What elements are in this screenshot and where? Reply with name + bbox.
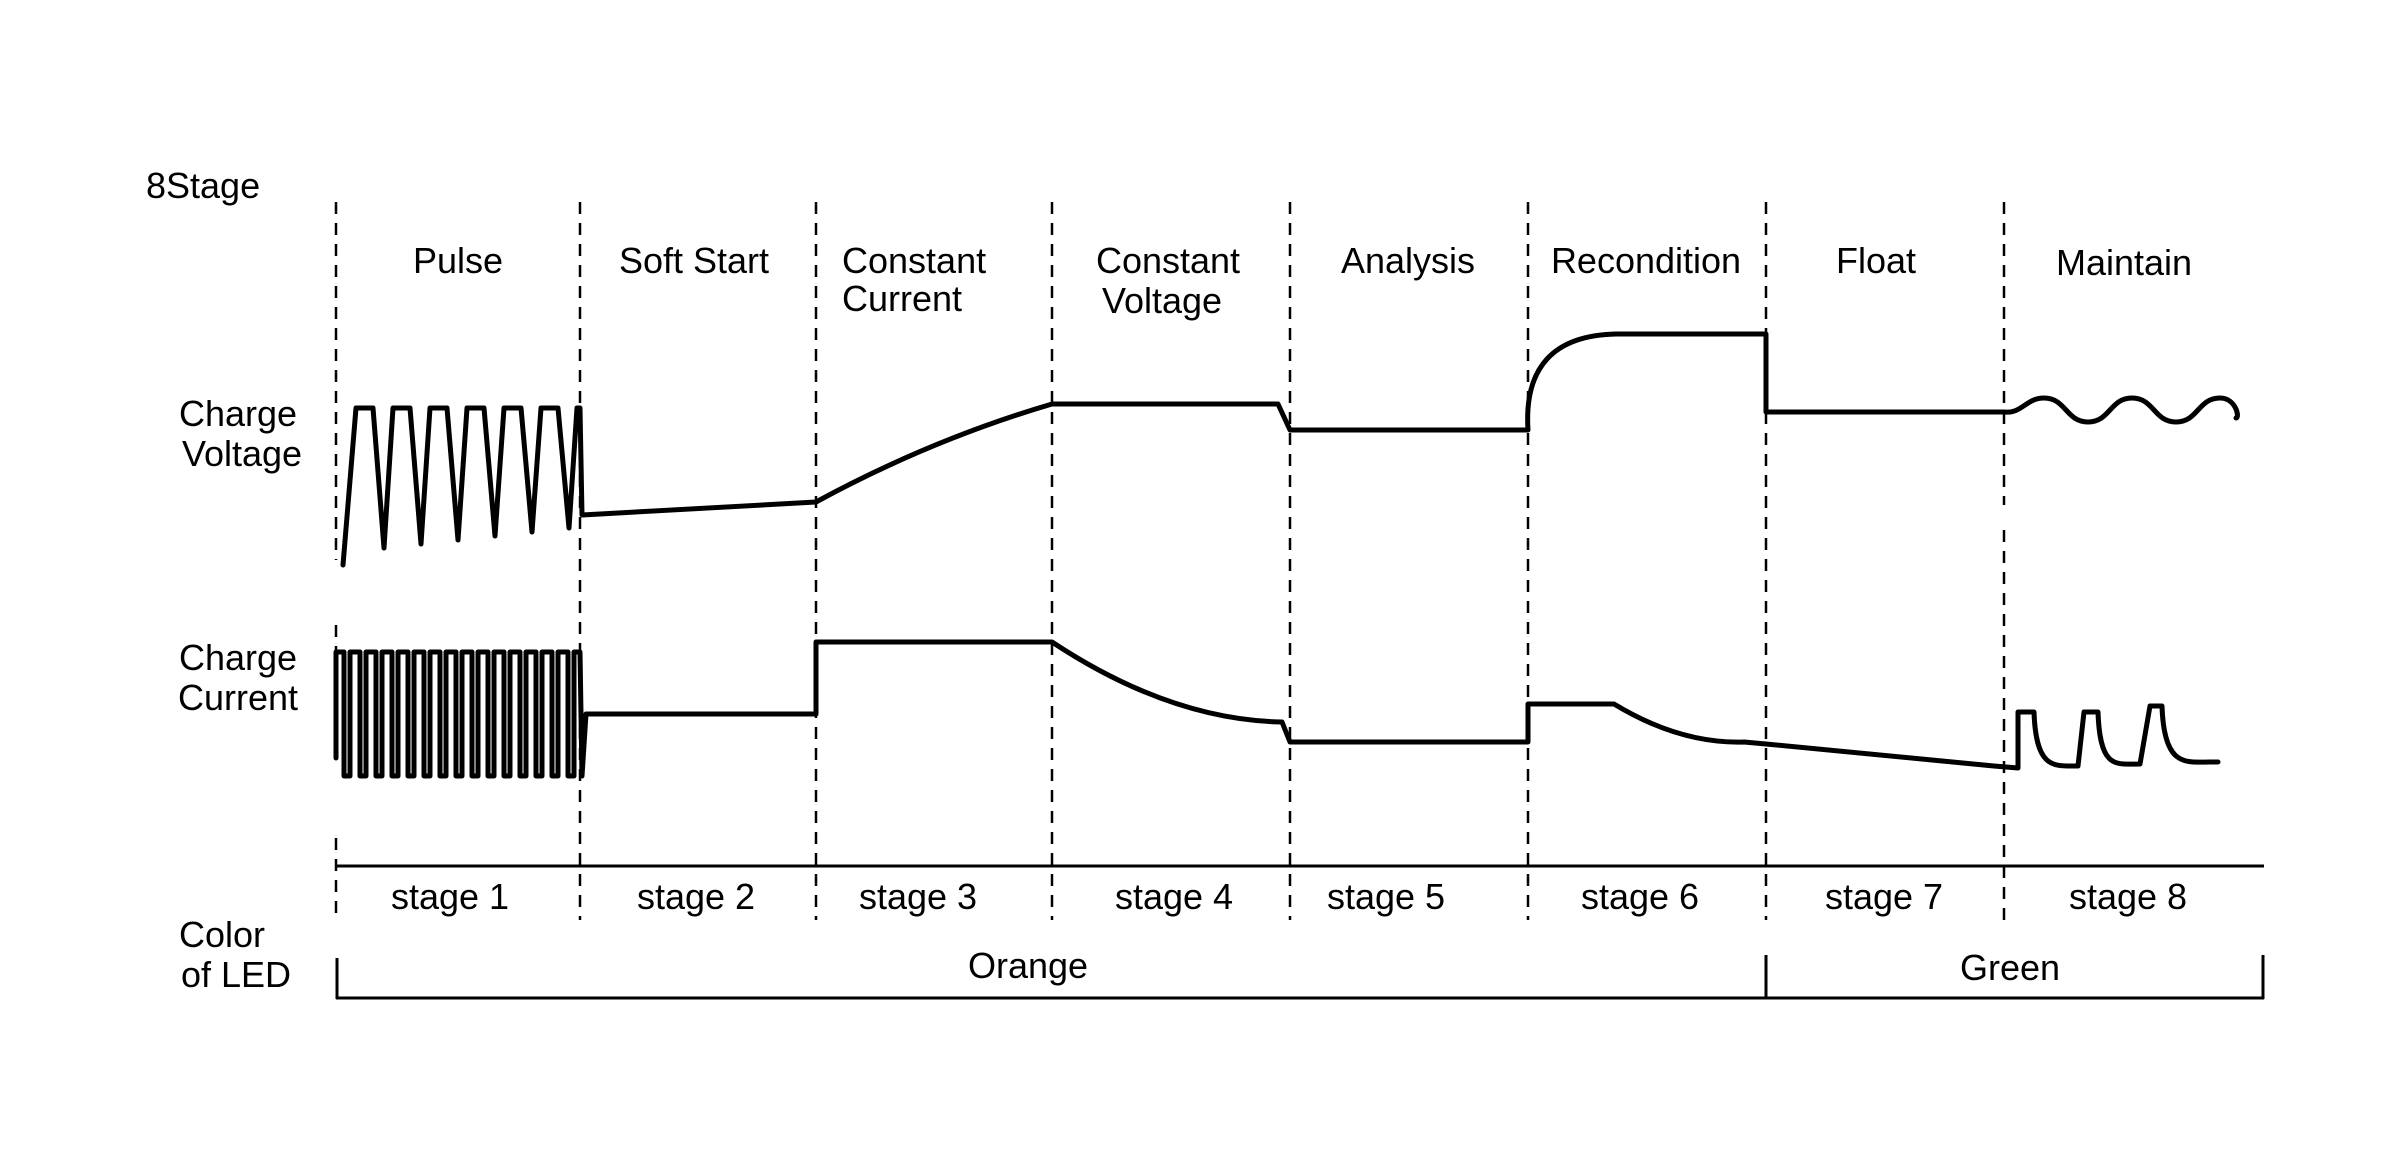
charge-current-waveform [333,639,2221,779]
stage-label-5: stage 5 [1327,876,1445,917]
charge-voltage-waveform [340,331,2240,568]
stage-label-6: stage 6 [1581,876,1699,917]
stage-dividers [334,202,2006,920]
charge-current-label-line2: Current [178,677,298,718]
stage-band: stage 1 stage 2 stage 3 stage 4 stage 5 … [336,864,2264,917]
led-color-bracket: Orange Green [335,945,2265,1000]
charge-current-label-line1: Charge [179,637,297,678]
diagram-title: 8Stage [146,165,260,206]
phase-name-maintain: Maintain [2056,242,2192,283]
phase-name-constant-voltage-line2: Voltage [1102,280,1222,321]
phase-name-recondition: Recondition [1551,240,1741,281]
stage-label-4: stage 4 [1115,876,1233,917]
phase-name-pulse: Pulse [413,240,503,281]
stage-label-7: stage 7 [1825,876,1943,917]
phase-name-soft-start: Soft Start [619,240,769,281]
phase-name-constant-current-line1: Constant [842,240,986,281]
phase-name-constant-current-line2: Current [842,278,962,319]
stage-label-1: stage 1 [391,876,509,917]
phase-names: Pulse Soft Start Constant Current Consta… [413,240,2192,321]
led-color-orange: Orange [968,945,1088,986]
charge-voltage-label-line2: Voltage [182,433,302,474]
charge-voltage-label-line1: Charge [179,393,297,434]
stage-label-3: stage 3 [859,876,977,917]
stage-label-2: stage 2 [637,876,755,917]
stage-label-8: stage 8 [2069,876,2187,917]
phase-name-analysis: Analysis [1341,240,1475,281]
led-color-green: Green [1960,947,2060,988]
led-color-label-line2: of LED [181,954,291,995]
led-color-label-line1: Color [179,914,265,955]
phase-name-float: Float [1836,240,1916,281]
phase-name-constant-voltage-line1: Constant [1096,240,1240,281]
